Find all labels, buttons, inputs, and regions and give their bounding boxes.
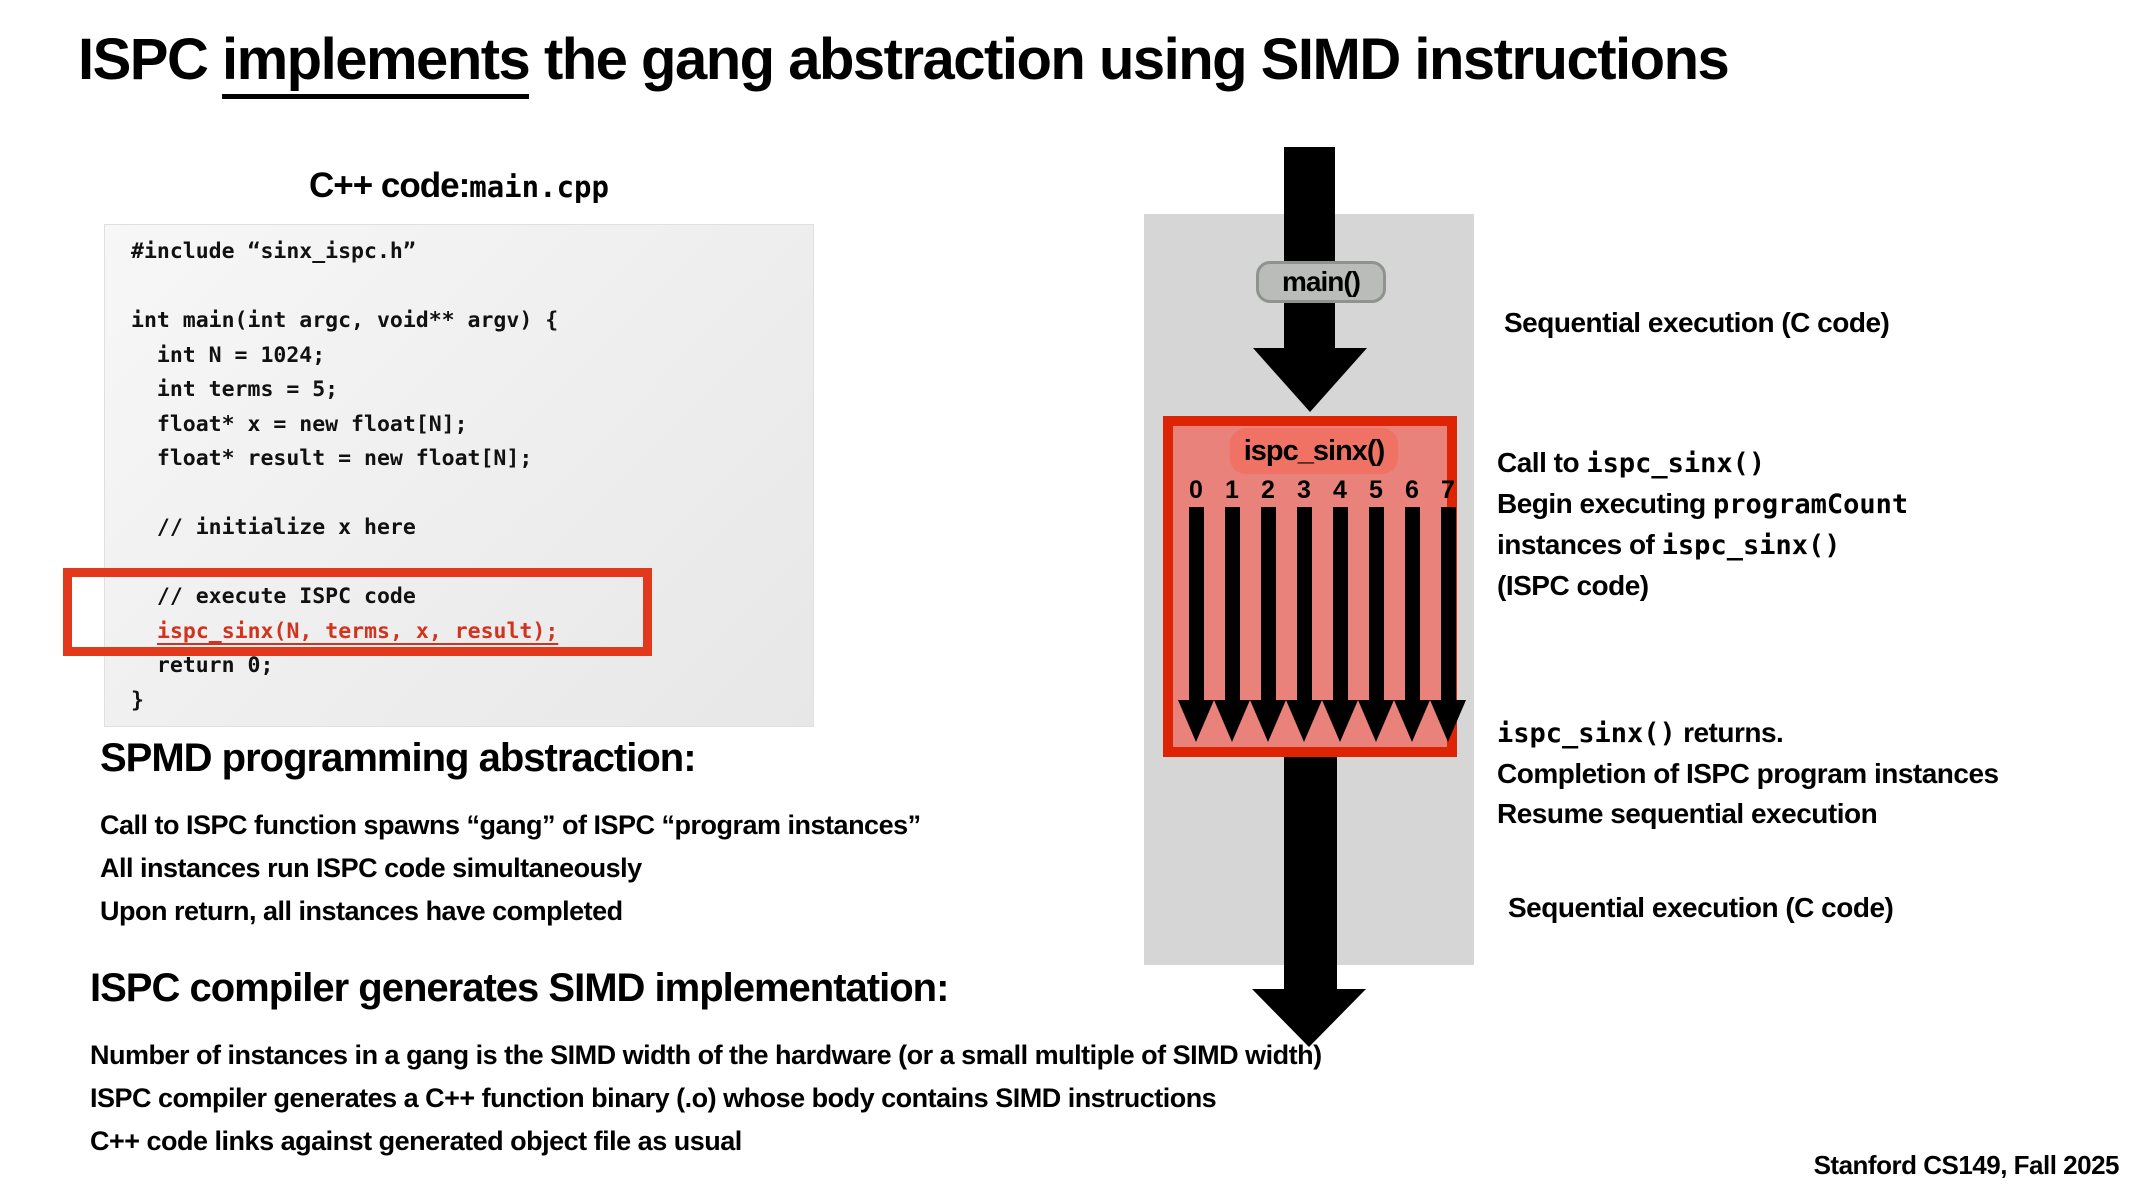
compiler-bullets: Number of instances in a gang is the SIM…	[90, 1034, 1322, 1163]
instance-lane: 4	[1322, 477, 1358, 742]
lane-arrow-head	[1394, 700, 1430, 742]
code-line: // initialize x here	[131, 515, 416, 540]
code-line: }	[131, 687, 144, 713]
lane-number: 5	[1369, 476, 1383, 504]
sequential-arrow-top-shaft	[1284, 147, 1335, 349]
code-line: #include “sinx_ispc.h”	[131, 239, 416, 264]
instance-lane: 6	[1394, 477, 1430, 742]
lane-number: 7	[1441, 476, 1455, 504]
lane-arrow-head	[1286, 700, 1322, 742]
label-sequential-top: Sequential execution (C code)	[1504, 307, 1890, 338]
lane-arrow-head	[1322, 700, 1358, 742]
label-code: ispc_sinx()	[1586, 448, 1766, 479]
spmd-bullets: Call to ISPC function spawns “gang” of I…	[100, 804, 921, 933]
footer-course-label: Stanford CS149, Fall 2025	[1813, 1150, 2120, 1180]
label-text: Begin executing	[1497, 488, 1714, 519]
code-line	[105, 546, 813, 581]
label-code: programCount	[1713, 489, 1909, 520]
code-block: #include “sinx_ispc.h” int main(int argc…	[104, 224, 814, 727]
label-code: ispc_sinx()	[1497, 718, 1676, 749]
code-heading-label: C++ code:	[309, 166, 470, 205]
code-line	[105, 270, 813, 305]
program-instance-lanes: 0 1 2 3 4 5 6 7	[1178, 477, 1466, 742]
instance-lane: 7	[1430, 477, 1466, 742]
spmd-heading: SPMD programming abstraction:	[100, 736, 697, 780]
label-text: returns.	[1675, 717, 1784, 748]
lane-arrow-head	[1430, 700, 1466, 742]
code-line	[105, 477, 813, 512]
lane-arrow-shaft	[1368, 507, 1384, 700]
ispc-sinx-pill: ispc_sinx()	[1230, 428, 1398, 474]
page-title: ISPC implements the gang abstraction usi…	[78, 26, 1730, 99]
lane-arrow-shaft	[1260, 507, 1276, 700]
sequential-arrow-bottom-shaft	[1284, 757, 1337, 989]
label-text: Call to	[1497, 447, 1587, 478]
instance-lane: 0	[1178, 477, 1214, 742]
code-line-ispc-call: ispc_sinx(N, terms, x, result);	[157, 618, 559, 644]
code-line: int N = 1024;	[131, 342, 326, 368]
code-line: int main(int argc, void** argv) {	[131, 308, 559, 333]
title-pre: ISPC	[78, 27, 222, 92]
label-return-line3: Resume sequential execution	[1497, 798, 1878, 829]
ispc-sinx-label: ispc_sinx()	[1243, 434, 1385, 467]
code-heading-filename: main.cpp	[469, 170, 609, 204]
label-sequential-bottom: Sequential execution (C code)	[1508, 892, 1894, 923]
lane-arrow-head	[1250, 700, 1286, 742]
code-line: return 0;	[131, 653, 274, 678]
compiler-heading: ISPC compiler generates SIMD implementat…	[90, 966, 949, 1010]
compiler-bullet: Number of instances in a gang is the SIM…	[90, 1040, 1322, 1070]
instance-lane: 2	[1250, 477, 1286, 742]
lane-arrow-shaft	[1224, 507, 1240, 700]
code-line: // execute ISPC code	[131, 584, 416, 609]
code-line: float* result = new float[N];	[131, 446, 533, 471]
label-call-block: Call to ispc_sinx() Begin executing prog…	[1497, 443, 1908, 606]
lane-arrow-shaft	[1440, 507, 1456, 700]
label-return-line1: ispc_sinx() returns.	[1497, 713, 1999, 754]
label-return-line2: Completion of ISPC program instances	[1497, 758, 1999, 789]
label-call-line3: instances of ispc_sinx()	[1497, 525, 1908, 566]
sequential-arrow-top-head	[1253, 348, 1367, 412]
title-underlined-word: implements	[222, 27, 531, 99]
spmd-bullet: Upon return, all instances have complete…	[100, 896, 623, 926]
code-line: float* x = new float[N];	[131, 411, 468, 437]
lane-arrow-shaft	[1296, 507, 1312, 700]
main-function-pill: main()	[1256, 261, 1386, 303]
code-panel-heading: C++ code:main.cpp	[104, 166, 814, 206]
code-line: int terms = 5;	[131, 377, 339, 402]
sequential-arrow-bottom-head	[1252, 989, 1366, 1047]
lane-arrow-shaft	[1404, 507, 1420, 700]
lane-number: 0	[1189, 476, 1203, 504]
label-call-line1: Call to ispc_sinx()	[1497, 443, 1908, 484]
instance-lane: 1	[1214, 477, 1250, 742]
lane-arrow-head	[1214, 700, 1250, 742]
instance-lane: 3	[1286, 477, 1322, 742]
label-code: ispc_sinx()	[1661, 530, 1841, 561]
title-post: the gang abstraction using SIMD instruct…	[529, 27, 1730, 92]
instance-lane: 5	[1358, 477, 1394, 742]
label-call-line2: Begin executing programCount	[1497, 484, 1908, 525]
lane-arrow-head	[1178, 700, 1214, 742]
lane-arrow-shaft	[1188, 507, 1204, 700]
spmd-bullet: All instances run ISPC code simultaneous…	[100, 853, 642, 883]
spmd-bullet: Call to ISPC function spawns “gang” of I…	[100, 810, 921, 840]
label-return-block: ispc_sinx() returns. Completion of ISPC …	[1497, 713, 1999, 834]
lane-number: 1	[1225, 476, 1239, 504]
label-call-line4: (ISPC code)	[1497, 570, 1649, 601]
lane-number: 6	[1405, 476, 1419, 504]
lane-number: 3	[1297, 476, 1311, 504]
lane-number: 2	[1261, 476, 1275, 504]
compiler-bullet: ISPC compiler generates a C++ function b…	[90, 1083, 1217, 1113]
lane-number: 4	[1333, 476, 1347, 504]
label-text: instances of	[1497, 529, 1662, 560]
lane-arrow-shaft	[1332, 507, 1348, 700]
main-function-label: main()	[1282, 266, 1361, 297]
compiler-bullet: C++ code links against generated object …	[90, 1126, 742, 1156]
lane-arrow-head	[1358, 700, 1394, 742]
